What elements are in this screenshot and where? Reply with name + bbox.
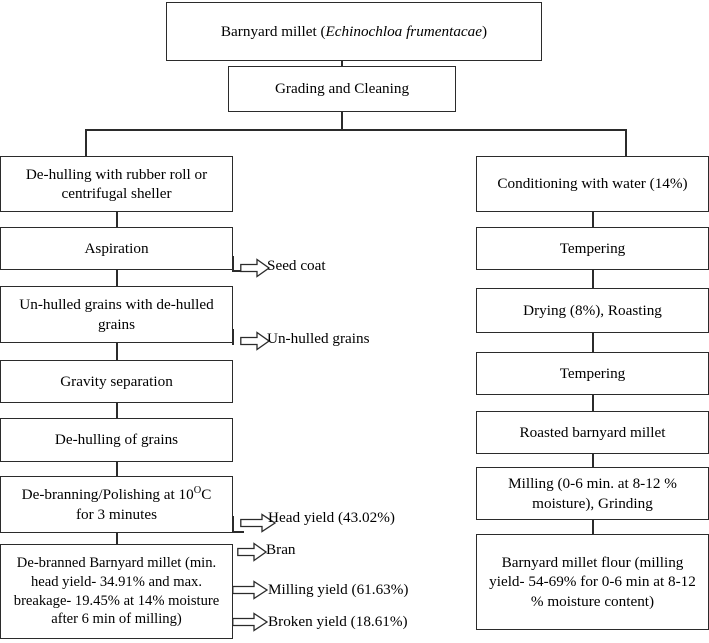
title-suffix: ) — [482, 22, 488, 40]
connector-split-bus — [85, 129, 626, 131]
arrow-unhulled-grains — [240, 331, 270, 351]
connector-aspiration-to-unhulled — [116, 270, 118, 287]
connector-milling-to-flour — [592, 520, 594, 535]
degree-superscript: O — [193, 484, 202, 496]
connector-head-yield-stub — [232, 531, 244, 533]
node-tempering-1-label: Tempering — [559, 239, 626, 257]
node-debranned-barnyard-millet-label: De-branned Barnyard millet (min. head yi… — [13, 555, 220, 628]
node-tempering-1: Tempering — [476, 227, 709, 270]
debranning-line2: for 3 minutes — [76, 505, 157, 523]
output-unhulled-grains-label: Un-hulled grains — [267, 330, 370, 347]
output-bran-label: Bran — [266, 541, 296, 558]
debranning-line1-a: De-branning/Polishing at 10 — [21, 486, 194, 504]
node-aspiration: Aspiration — [0, 227, 233, 270]
connector-split-left-drop — [85, 129, 87, 157]
node-drying-roasting-label: Drying (8%), Roasting — [523, 301, 662, 319]
node-dehulling-rubber-roll-label: De-hulling with rubber roll or centrifug… — [25, 165, 208, 202]
connector-seed-coat-stub — [232, 270, 244, 272]
node-drying-roasting: Drying (8%), Roasting — [476, 288, 709, 333]
arrow-head-yield — [240, 513, 276, 533]
node-conditioning-with-water-label: Conditioning with water (14%) — [497, 175, 688, 193]
connector-split-right-drop — [625, 129, 627, 157]
node-dehulling-of-grains-label: De-hulling of grains — [54, 431, 179, 449]
connector-dehulling-to-aspiration — [116, 212, 118, 228]
node-barnyard-millet: Barnyard millet (Echinochloa frumentacae… — [166, 2, 542, 61]
node-tempering-2: Tempering — [476, 352, 709, 395]
node-grading-cleaning-label: Grading and Cleaning — [274, 80, 410, 98]
arrow-milling-yield — [232, 580, 268, 600]
node-barnyard-millet-flour: Barnyard millet flour (milling yield- 54… — [476, 534, 709, 630]
debranning-line1-c: C — [201, 486, 212, 504]
connector-tempering1-to-drying — [592, 270, 594, 289]
connector-grading-down — [341, 112, 343, 130]
node-gravity-separation-label: Gravity separation — [60, 372, 173, 390]
node-milling-grinding: Milling (0-6 min. at 8-12 % moisture), G… — [476, 467, 709, 520]
node-dehulling-rubber-roll: De-hulling with rubber roll or centrifug… — [0, 156, 233, 212]
title-species: Echinochloa frumentacae — [325, 22, 482, 40]
output-broken-yield-label: Broken yield (18.61%) — [268, 613, 408, 630]
node-unhulled-grains: Un-hulled grains with de-hulled grains — [0, 286, 233, 343]
node-gravity-separation: Gravity separation — [0, 360, 233, 403]
node-grading-cleaning: Grading and Cleaning — [228, 66, 456, 112]
node-conditioning-with-water: Conditioning with water (14%) — [476, 156, 709, 212]
connector-roasted-to-milling — [592, 454, 594, 468]
connector-debranning-to-debranned — [116, 533, 118, 545]
connector-tempering2-to-roasted — [592, 395, 594, 412]
node-barnyard-millet-flour-label: Barnyard millet flour (milling yield- 54… — [489, 553, 696, 610]
node-debranned-barnyard-millet: De-branned Barnyard millet (min. head yi… — [0, 544, 233, 639]
title-prefix: Barnyard millet ( — [220, 22, 326, 40]
arrow-bran — [237, 542, 267, 562]
node-dehulling-of-grains: De-hulling of grains — [0, 418, 233, 462]
arrow-seed-coat — [240, 258, 270, 278]
output-head-yield-label: Head yield (43.02%) — [268, 509, 395, 526]
output-milling-yield-label: Milling yield (61.63%) — [268, 581, 409, 598]
connector-unhulled-to-gravity — [116, 343, 118, 361]
node-roasted-barnyard-millet: Roasted barnyard millet — [476, 411, 709, 454]
connector-conditioning-to-tempering1 — [592, 212, 594, 228]
arrow-broken-yield — [232, 612, 268, 632]
node-unhulled-grains-label: Un-hulled grains with de-hulled grains — [19, 296, 214, 333]
connector-title-to-grading — [341, 61, 343, 68]
connector-drying-to-tempering2 — [592, 333, 594, 353]
node-roasted-barnyard-millet-label: Roasted barnyard millet — [519, 423, 666, 441]
output-seed-coat-label: Seed coat — [267, 257, 326, 274]
node-aspiration-label: Aspiration — [84, 239, 149, 257]
node-milling-grinding-label: Milling (0-6 min. at 8-12 % moisture), G… — [508, 475, 677, 512]
node-tempering-2-label: Tempering — [559, 364, 626, 382]
connector-gravity-to-dehulling-grains — [116, 403, 118, 419]
node-barnyard-millet-label: Barnyard millet (Echinochloa frumentacae… — [173, 22, 535, 41]
connector-dehulling-grains-to-debranning — [116, 462, 118, 477]
